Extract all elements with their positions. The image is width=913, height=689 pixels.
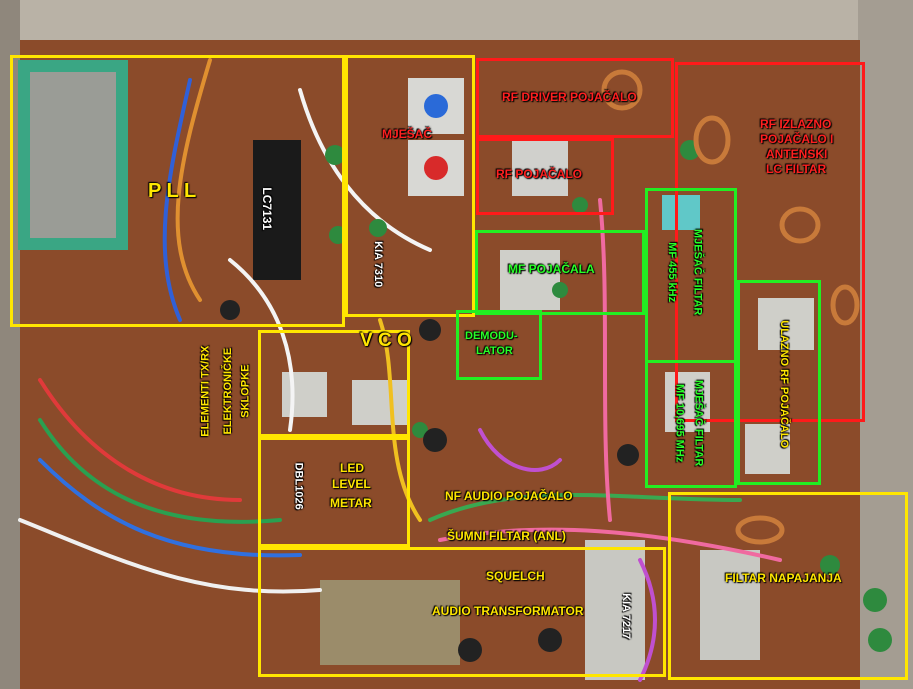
electrolytics [220, 300, 639, 662]
label-mjesac-filtar-10695-2: MF 10,695 MHz [673, 384, 686, 463]
chassis-left [0, 0, 20, 689]
label-rf-pojacalo: RF POJAČALO [496, 167, 583, 181]
label-filtar-napajanja: FILTAR NAPAJANJA [725, 571, 842, 585]
pll-heatsink-plate [30, 72, 116, 238]
label-mjesac-filtar-10695-1: MJEŠAČ FILTAR [692, 379, 705, 467]
label-elementi-3: SKLOPKE [239, 364, 252, 418]
label-vco: V C O [360, 330, 412, 351]
audio-transformer [320, 580, 460, 665]
label-kia7310: KIA 7310 [372, 241, 385, 288]
label-ulazno-rf: ULAZNO RF POJAČALO [778, 320, 791, 449]
rf-can-2-core [424, 156, 448, 180]
coils [601, 69, 860, 545]
rf-can-3 [512, 140, 568, 196]
vco-can-2 [352, 380, 407, 425]
label-led-2: LEVEL [332, 477, 371, 491]
label-mjesac-filtar-455-2: MF 455 kHz [666, 242, 679, 303]
label-rf-izlazno-4: LC FILTAR [766, 162, 827, 176]
rf-can-1-core [424, 94, 448, 118]
label-nf-audio: NF AUDIO POJAČALO [445, 489, 573, 503]
label-sumni-filtar: ŠUMNI FILTAR (ANL) [447, 529, 566, 543]
label-led-1: LED [340, 461, 364, 475]
ulaz-can-1 [758, 298, 814, 350]
vco-can-1 [282, 372, 327, 417]
label-squelch: SQUELCH [486, 569, 545, 583]
label-mjesac-filtar-455-1: MJEŠAČ FILTAR [691, 228, 704, 316]
capacitors [325, 140, 892, 652]
filter-can-1 [665, 372, 710, 432]
label-kia7217: KIA 7217 [620, 593, 633, 640]
label-rf-driver: RF DRIVER POJAČALO [502, 90, 637, 104]
label-rf-izlazno-3: ANTENSKI [766, 147, 828, 161]
label-elementi-1: ELEMENTI TX/RX [199, 345, 212, 437]
wires [18, 58, 782, 682]
label-demodulator-2: LATOR [476, 345, 513, 357]
label-mf-pojacala: MF POJAČALA [508, 262, 595, 276]
chassis-right [858, 0, 913, 689]
kia7217-chip [585, 540, 645, 680]
mf-filter-blue [662, 195, 700, 230]
label-rf-izlazno-1: RF IZLAZNO [760, 117, 832, 131]
mf-can [500, 250, 560, 310]
label-pll: P L L [148, 180, 197, 202]
label-lc7131: LC7131 [260, 187, 275, 231]
label-rf-izlazno-2: POJAČALO I [760, 132, 834, 146]
label-audio-transformator: AUDIO TRANSFORMATOR [432, 604, 584, 618]
label-dbl1026: DBL1026 [292, 462, 305, 510]
lc7131-chip [253, 140, 301, 280]
chassis-top [0, 0, 913, 45]
ulaz-can-2 [745, 424, 790, 474]
label-demodulator-1: DEMODU- [465, 330, 518, 342]
label-led-3: METAR [330, 496, 372, 510]
label-elementi-2: ELEKTRONIČKE [222, 347, 235, 435]
filter-block [700, 550, 760, 660]
label-mjesac: MJEŠAČ [382, 127, 433, 141]
